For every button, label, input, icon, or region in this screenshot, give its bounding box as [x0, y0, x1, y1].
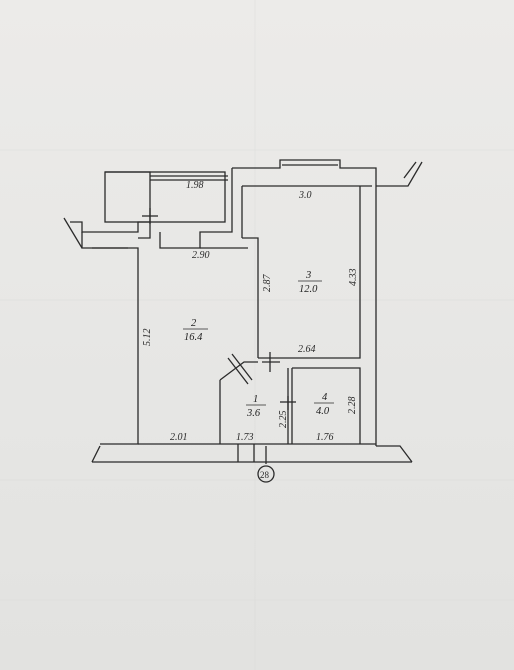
dim-room2-bottom: 2.01 — [170, 432, 188, 443]
dim-room3-left: 2.87 — [262, 274, 273, 293]
right-exterior-wall — [376, 161, 423, 187]
room-2-label: 2 16.4 — [183, 318, 208, 343]
room-4-area: 4.0 — [316, 406, 330, 417]
room4-walls — [292, 367, 361, 444]
dim-room4-right: 2.28 — [347, 397, 358, 415]
room-2-number: 2 — [191, 318, 197, 329]
room1-door-diagonal — [227, 357, 249, 385]
room2-top-wall — [159, 168, 233, 249]
room-1-area: 3.6 — [246, 408, 261, 419]
room3-bottom-wall — [258, 186, 361, 359]
room1-walls — [219, 361, 258, 381]
room3-left-wall-step — [242, 237, 259, 358]
right-stub — [403, 161, 417, 179]
dim-room3-bottom: 2.64 — [298, 344, 316, 355]
left-exterior-wall — [81, 232, 139, 445]
dim-room2-top: 2.90 — [192, 250, 210, 261]
balcony-outline — [70, 171, 151, 233]
room-3-number: 3 — [305, 270, 311, 281]
room-1-label: 1 3.6 — [246, 394, 266, 419]
right-lower-wall — [376, 445, 413, 463]
balcony-frame — [104, 171, 226, 223]
dim-balcony-width: 1.98 — [186, 180, 204, 191]
room2-walls — [138, 222, 151, 239]
room-2-area: 16.4 — [184, 332, 203, 343]
room-4-label: 4 4.0 — [314, 392, 334, 417]
dim-room4-bottom: 1.76 — [316, 432, 334, 443]
room-3-area: 12.0 — [299, 284, 318, 295]
dim-room1-right: 2.25 — [278, 411, 289, 429]
left-stub-wall — [63, 217, 83, 249]
dim-room3-right: 4.33 — [348, 269, 359, 287]
dim-room2-left: 5.12 — [142, 329, 153, 347]
axis-marker-label: 28 — [260, 470, 270, 480]
bottom-exterior-wall — [91, 445, 101, 463]
room3-walls — [232, 159, 377, 446]
room-3-label: 3 12.0 — [298, 270, 322, 295]
room1-door-diagonal-2 — [231, 353, 253, 381]
dim-room3-top: 3.0 — [298, 190, 312, 201]
room-1-number: 1 — [253, 394, 258, 405]
axis-marker-circle — [257, 465, 275, 483]
dim-room1-bottom: 1.73 — [236, 432, 254, 443]
room-4-number: 4 — [322, 392, 328, 403]
